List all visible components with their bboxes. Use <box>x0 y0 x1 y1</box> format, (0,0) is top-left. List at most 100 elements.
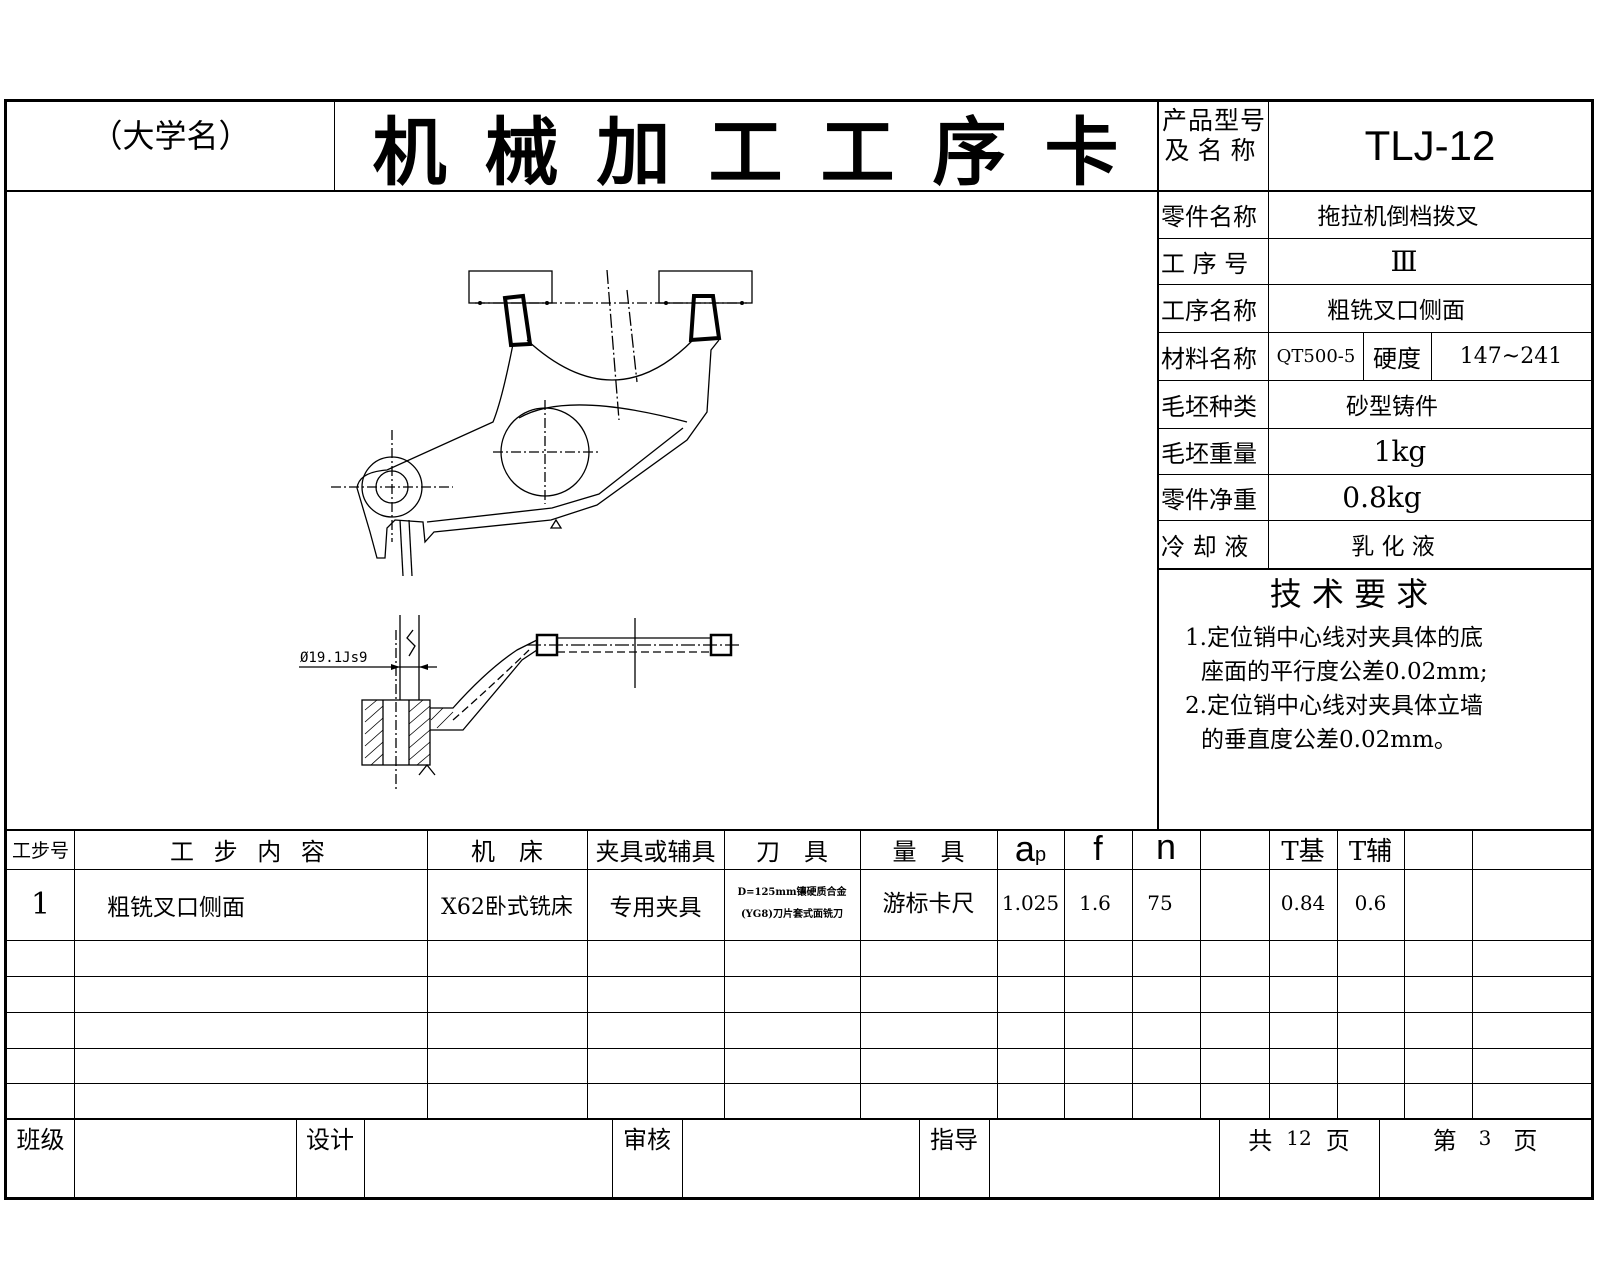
dim-dot <box>545 301 549 305</box>
step-1-t-aux: 0.6 <box>1354 891 1387 915</box>
header-step-no: 工步号 <box>11 839 69 862</box>
coolant-label: 冷 却 液 <box>1161 532 1249 561</box>
footer-line <box>1379 1118 1380 1197</box>
requirement-line-4: 的垂直度公差0.02mm。 <box>1201 727 1457 753</box>
process-card: （大学名） 机械加工工序卡 产品型号 及名称 TLJ-12 零件名称 拖拉机倒档… <box>4 99 1594 1200</box>
process-name-label: 工序名称 <box>1161 296 1257 325</box>
footer-page-number: 第 3 页 <box>1379 1118 1591 1158</box>
col-line <box>1472 829 1473 1118</box>
fork-inner-edge <box>518 404 688 423</box>
arm-profile <box>430 639 538 709</box>
page-suffix: 页 <box>1513 1126 1538 1155</box>
blank-weight-label: 毛坯重量 <box>1161 439 1257 468</box>
university-name: （大学名） <box>90 117 251 155</box>
right-panel-vline <box>1157 102 1159 829</box>
footer-line <box>74 1118 75 1197</box>
bore-dimension-label: Ø19.1Js9 <box>300 650 368 666</box>
row-line <box>1157 332 1591 333</box>
header-t-base: T基 <box>1281 836 1325 867</box>
material-vline <box>1363 332 1364 380</box>
coolant-value: 乳 化 液 <box>1351 534 1435 560</box>
total-pages-value: 12 <box>1286 1126 1312 1150</box>
row-line <box>1157 568 1591 570</box>
step-1-f: 1.6 <box>1079 891 1111 915</box>
fixture-drawing <box>299 269 753 790</box>
total-prefix: 共 <box>1248 1126 1273 1155</box>
hardness-vline <box>1431 332 1432 380</box>
footer-line <box>612 1118 613 1197</box>
col-line <box>997 829 998 1118</box>
col-line <box>587 829 588 1118</box>
centerline <box>626 289 638 383</box>
col-line <box>1064 829 1065 1118</box>
locator-block-right <box>658 270 753 304</box>
table-top-line <box>7 829 1591 831</box>
dim-dot <box>664 301 668 305</box>
process-no-value: Ⅲ <box>1390 244 1418 278</box>
footer-line <box>682 1118 683 1197</box>
col-line <box>427 829 428 1118</box>
footer-line <box>919 1118 920 1197</box>
header-n: n <box>1155 826 1177 867</box>
requirement-line-1: 1.定位销中心线对夹具体的底 <box>1185 625 1483 651</box>
col-line <box>1200 829 1201 1118</box>
row-line <box>1157 238 1591 239</box>
col-line <box>74 829 75 1118</box>
step-1-t-base: 0.84 <box>1280 891 1326 915</box>
product-model-value: TLJ-12 <box>1364 122 1496 169</box>
fork-jaw-right <box>688 294 722 343</box>
centerline <box>606 269 620 421</box>
step-1-ap: 1.025 <box>1001 891 1060 915</box>
step-1-tool-line1: D=125mm镶硬质合金 <box>737 887 847 898</box>
hardness-value: 147~241 <box>1459 343 1563 369</box>
footer-guide-label: 指导 <box>930 1125 978 1154</box>
break-mark <box>418 763 436 776</box>
arm-hidden <box>452 649 530 721</box>
col-line <box>1132 829 1133 1118</box>
arrow-head <box>391 664 400 670</box>
step-1-no: 1 <box>30 887 51 922</box>
header-ap-main: a <box>1014 828 1035 869</box>
footer-review-label: 审核 <box>623 1125 671 1154</box>
table-row-line <box>7 1048 1591 1049</box>
header-ap-sub: p <box>1034 843 1047 866</box>
step-1-tool-line2: (YG8)刀片套式面铣刀 <box>740 909 844 920</box>
footer-line <box>296 1118 297 1197</box>
net-weight-label: 零件净重 <box>1161 485 1257 514</box>
table-row-line <box>7 1012 1591 1013</box>
arrow-head <box>419 664 428 670</box>
requirement-line-2: 座面的平行度公差0.02mm; <box>1201 659 1488 685</box>
requirements-title: 技 术 要 求 <box>1269 575 1429 613</box>
fork-lower-edge <box>426 427 684 523</box>
product-label-line2: 及名称 <box>1164 136 1264 165</box>
header-f: f <box>1093 829 1103 868</box>
step-1-gauge: 游标卡尺 <box>882 891 975 917</box>
process-name-value: 粗铣叉口侧面 <box>1327 298 1465 324</box>
footer-class-label: 班级 <box>16 1125 65 1154</box>
col-line <box>1269 829 1270 1118</box>
requirement-line-3: 2.定位销中心线对夹具体立墙 <box>1185 693 1483 719</box>
header-vline-1 <box>334 102 335 190</box>
col-line <box>1337 829 1338 1118</box>
table-header-line <box>7 869 1591 870</box>
total-suffix: 页 <box>1325 1126 1350 1155</box>
part-name-label: 零件名称 <box>1161 202 1257 231</box>
header-gauge: 量 具 <box>892 837 965 866</box>
locator-block-left <box>468 270 553 304</box>
fork-jaw-left <box>502 293 533 348</box>
fork-arc <box>526 339 694 381</box>
material-value: QT500-5 <box>1276 345 1356 367</box>
blank-weight-value: 1kg <box>1373 434 1427 468</box>
arm-profile <box>430 649 538 731</box>
net-weight-value: 0.8kg <box>1342 480 1422 514</box>
row-line <box>1157 428 1591 429</box>
fork-body-outline <box>356 339 720 559</box>
break-mark <box>406 629 416 657</box>
header-fixture: 夹具或辅具 <box>595 837 716 866</box>
col-line <box>860 829 861 1118</box>
row-line <box>1157 284 1591 285</box>
right-panel-label-vline <box>1268 102 1269 568</box>
blank-type-label: 毛坯种类 <box>1161 392 1257 421</box>
footer-total-pages: 共 12 页 <box>1219 1118 1379 1158</box>
